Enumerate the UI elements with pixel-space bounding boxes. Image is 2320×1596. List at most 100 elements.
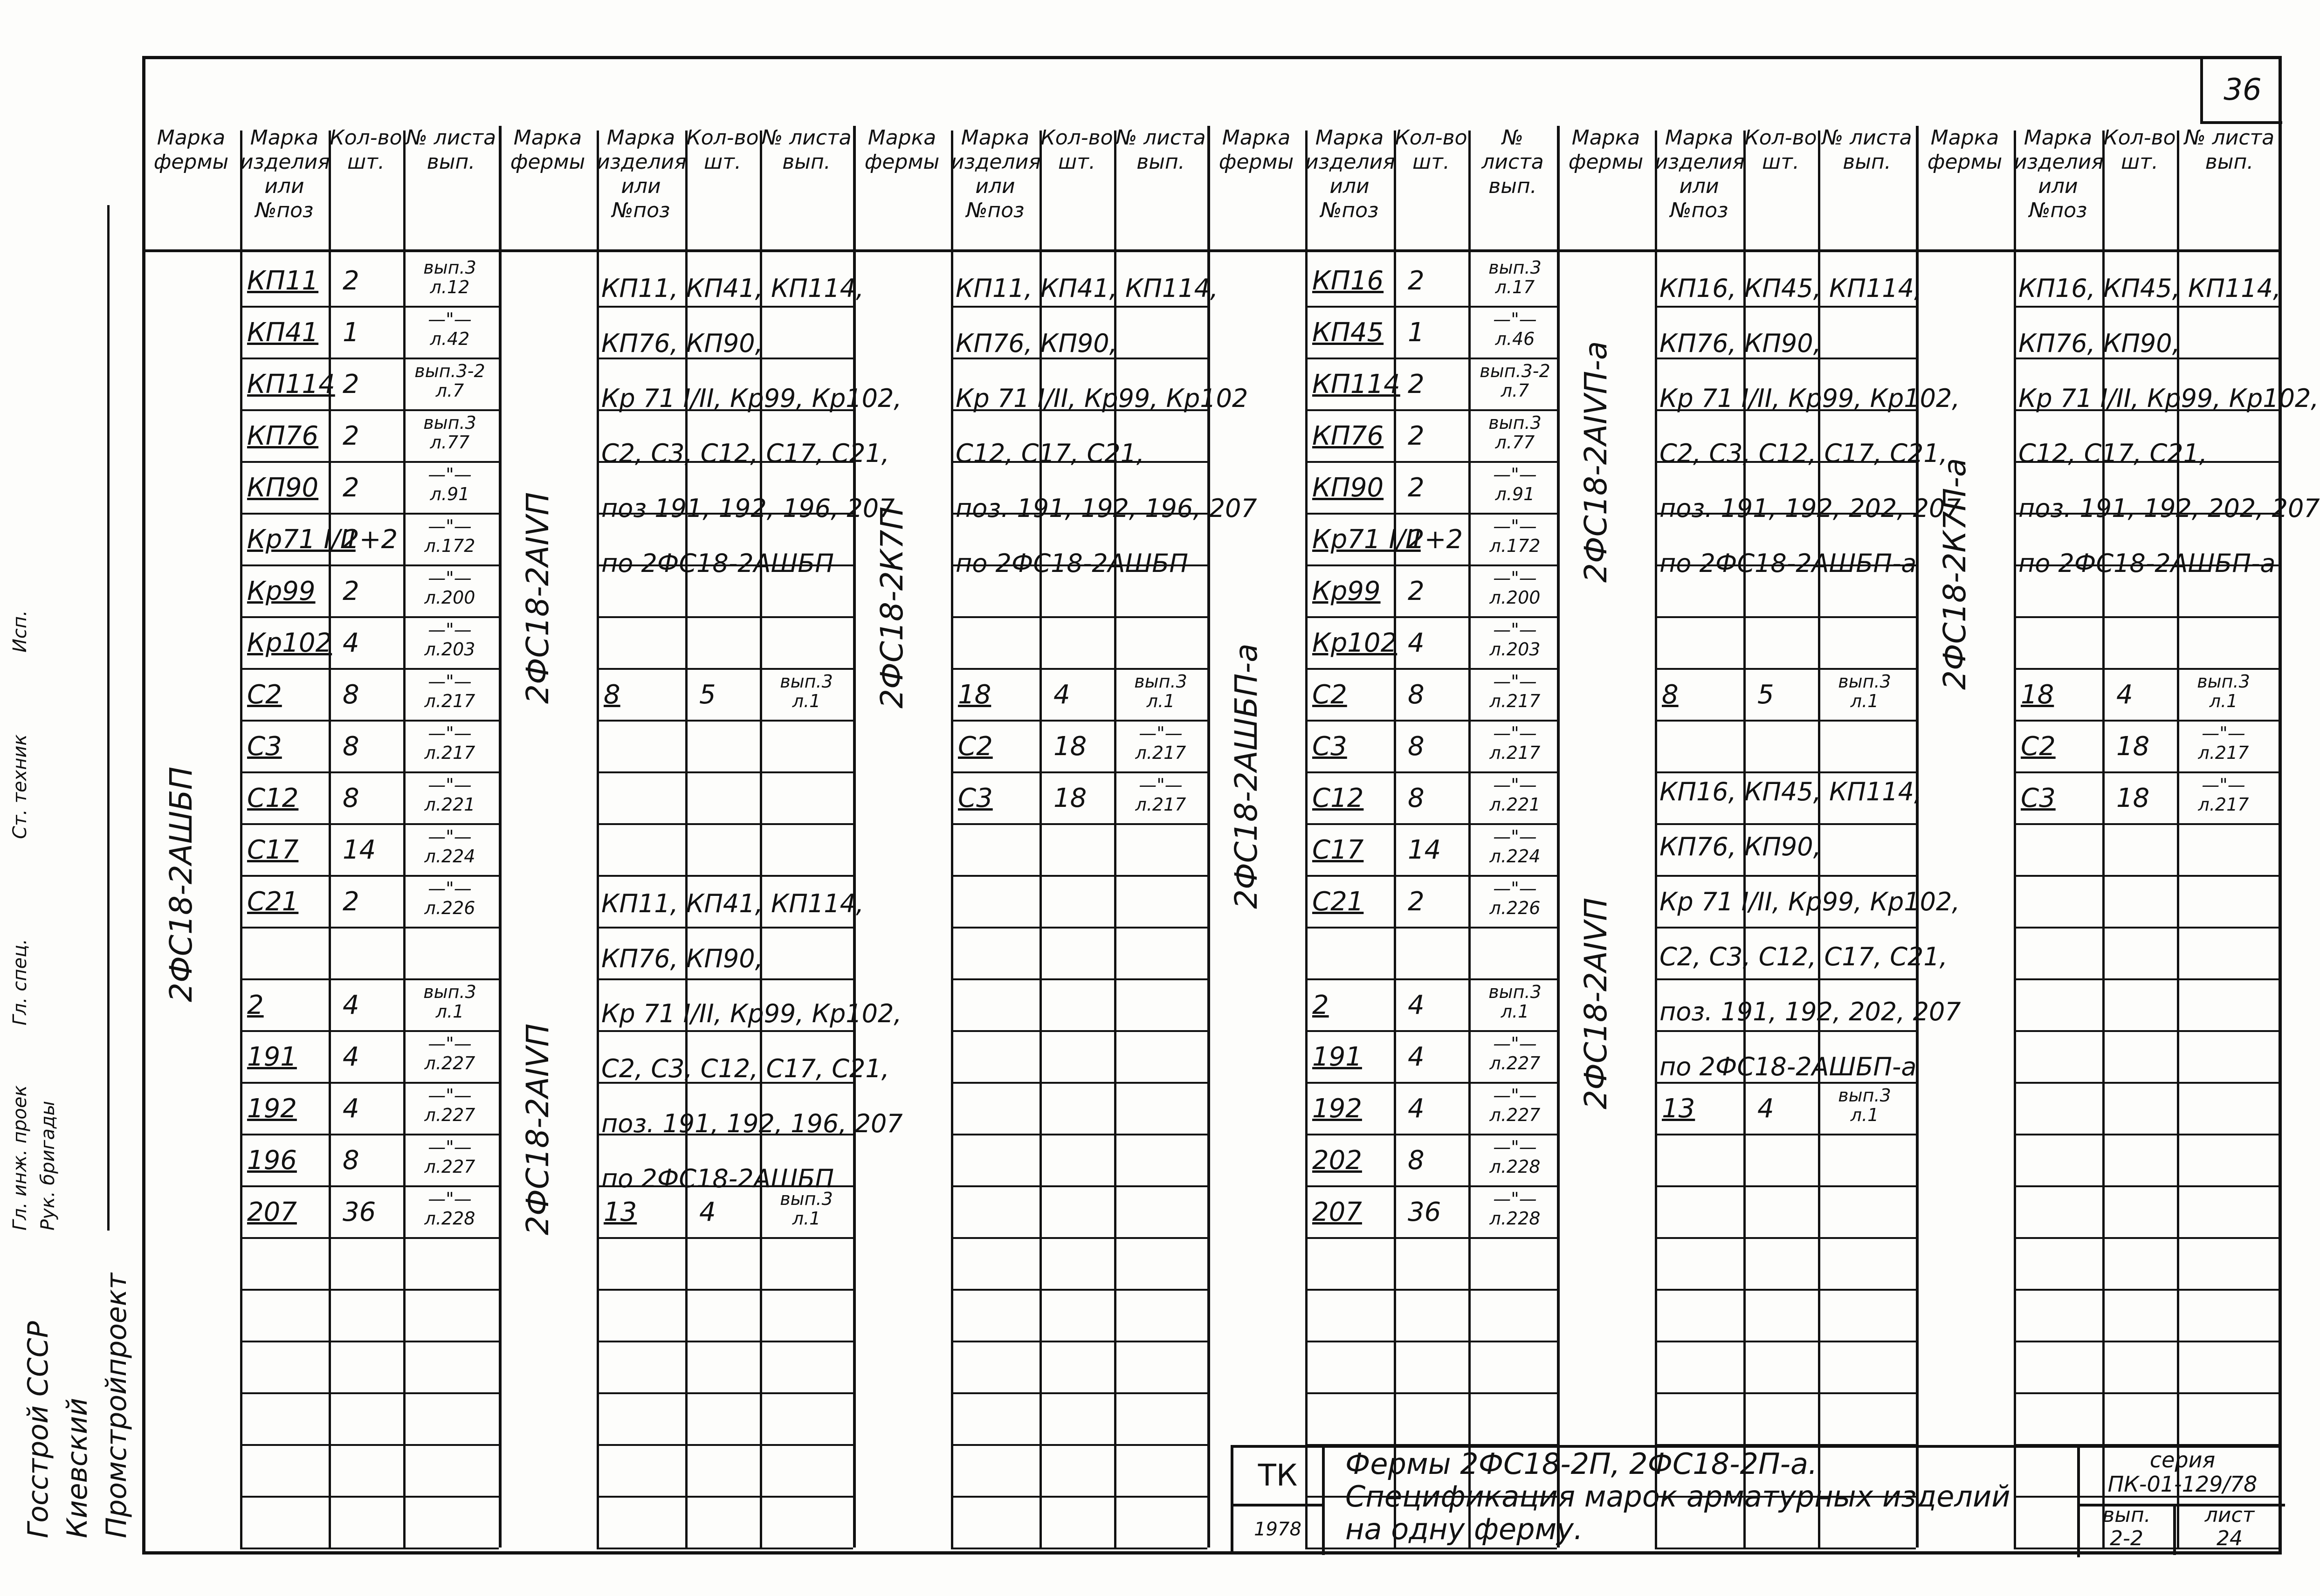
g5a-text: КП16, КП45, КП114,КП76, КП90,Кр 71 I/II,… xyxy=(1659,261,1961,591)
col-header-2-1: Марка изделия или №поз xyxy=(951,126,1041,222)
g6-ref-2: —"— л.217 xyxy=(2198,775,2249,815)
g1-qty-8: 8 xyxy=(343,680,359,710)
g4-mark-17: 202 xyxy=(1312,1145,1362,1176)
col-line-4-3 xyxy=(1818,131,1820,1548)
g5b-ref-0: вып.3 л.1 xyxy=(1838,1085,1891,1125)
row-line-2-6 xyxy=(951,564,1207,566)
g1-mark-2: КП114 xyxy=(247,369,335,399)
row-line-2-14 xyxy=(951,978,1207,980)
g4-ref-16: —"— л.227 xyxy=(1489,1085,1541,1125)
row-line-2-10 xyxy=(951,771,1207,773)
g4-truss: 2ФС18-2АШБП-а xyxy=(1228,643,1264,909)
g4-mark-11: С17 xyxy=(1312,835,1364,865)
g1-ref-1: —"— л.42 xyxy=(428,309,472,349)
g1-mark-7: Кр102 xyxy=(247,628,332,658)
g5b-text-line-3: С2, С3, С12, С17, С21, xyxy=(1659,942,1948,971)
col-line-5-1 xyxy=(2014,131,2016,1548)
g1-qty-7: 4 xyxy=(343,628,359,658)
row-line-0-9 xyxy=(240,720,499,722)
row-line-1-10 xyxy=(597,771,853,773)
g4-mark-0: КП16 xyxy=(1312,266,1384,296)
g5a-text-line-2: Кр 71 I/II, Кр99, Кр102, xyxy=(1659,384,1960,413)
g4-ref-10: —"— л.221 xyxy=(1489,775,1541,815)
row-line-1-1 xyxy=(597,306,853,308)
g1-mark-0: КП11 xyxy=(247,266,319,296)
page-number: 36 xyxy=(2200,58,2282,124)
side-row-1: Гл. инж. проек xyxy=(9,1085,31,1231)
g2b-text-line-1: КП76, КП90, xyxy=(601,944,763,973)
row-line-2-25 xyxy=(951,1548,1207,1549)
g6-text-line-1: КП76, КП90, xyxy=(2018,329,2180,358)
row-line-4-4 xyxy=(1655,461,1916,463)
row-line-0-22 xyxy=(240,1392,499,1394)
col-line-5-3 xyxy=(2177,131,2179,1548)
row-line-5-4 xyxy=(2014,461,2282,463)
g1-mark-15: 191 xyxy=(247,1042,297,1072)
g1-ref-0: вып.3 л.12 xyxy=(423,257,476,297)
row-line-1-14 xyxy=(597,978,853,980)
row-line-0-6 xyxy=(240,564,499,566)
row-line-0-23 xyxy=(240,1444,499,1446)
g4-mark-1: КП45 xyxy=(1312,317,1384,348)
g4-ref-2: вып.3-2 л.7 xyxy=(1480,361,1550,401)
row-line-4-21 xyxy=(1655,1341,1916,1342)
g6-mark-1: С2 xyxy=(2021,731,2056,762)
g3-text-line-3: С12, С17, С21, xyxy=(956,439,1145,468)
g1-qty-10: 8 xyxy=(343,783,359,813)
col-header-5-1: Марка изделия или №поз xyxy=(2014,126,2104,222)
g3-qty-2: 18 xyxy=(1053,783,1087,813)
g3-ref-2: —"— л.217 xyxy=(1135,775,1186,815)
g1-ref-18: —"— л.228 xyxy=(424,1189,475,1229)
g1-qty-2: 2 xyxy=(343,369,359,399)
g4-qty-12: 2 xyxy=(1408,887,1425,917)
g1-mark-1: КП41 xyxy=(247,317,319,348)
row-line-1-7 xyxy=(597,616,853,618)
row-line-0-3 xyxy=(240,409,499,411)
g1-ref-17: —"— л.227 xyxy=(424,1137,475,1177)
row-line-5-13 xyxy=(2014,927,2282,929)
g6-text-line-5: по 2ФС18-2АШБП-а xyxy=(2018,549,2276,578)
row-line-3-14 xyxy=(1305,978,1557,980)
row-line-3-24 xyxy=(1305,1496,1557,1498)
row-line-1-2 xyxy=(597,358,853,359)
col-header-1-0: Марка фермы xyxy=(510,126,585,174)
g4-mark-7: Кр102 xyxy=(1312,628,1398,658)
g5b-text-line-2: Кр 71 I/II, Кр99, Кр102, xyxy=(1659,887,1960,916)
row-line-4-19 xyxy=(1655,1237,1916,1239)
row-line-1-9 xyxy=(597,720,853,722)
g6-qty-0: 4 xyxy=(2116,680,2133,710)
row-line-2-9 xyxy=(951,720,1207,722)
g4-qty-0: 2 xyxy=(1408,266,1425,296)
g1-ref-10: —"— л.221 xyxy=(424,775,475,815)
row-line-4-20 xyxy=(1655,1289,1916,1291)
g4-ref-8: —"— л.217 xyxy=(1489,671,1541,711)
g4-ref-17: —"— л.228 xyxy=(1489,1137,1541,1177)
row-line-0-24 xyxy=(240,1496,499,1498)
col-header-0-3: № листа вып. xyxy=(406,126,496,174)
g1-ref-12: —"— л.226 xyxy=(424,878,475,918)
g4-ref-18: —"— л.228 xyxy=(1489,1189,1541,1229)
g6-text-line-2: Кр 71 I/II, Кр99, Кр102, xyxy=(2018,384,2319,413)
g3-mark-2: С3 xyxy=(958,783,993,813)
row-line-2-17 xyxy=(951,1134,1207,1135)
col-line-1-3 xyxy=(760,131,762,1548)
g4-qty-4: 2 xyxy=(1408,473,1425,503)
row-line-2-5 xyxy=(951,513,1207,515)
row-line-5-18 xyxy=(2014,1185,2282,1187)
g2a-qty-0: 5 xyxy=(699,680,716,710)
col-header-3-1: Марка изделия или №поз xyxy=(1305,126,1395,222)
title-line-1: Фермы 2ФС18-2П, 2ФС18-2П-а. xyxy=(1345,1447,1817,1481)
g4-mark-8: С2 xyxy=(1312,680,1347,710)
row-line-5-19 xyxy=(2014,1237,2282,1239)
row-line-2-3 xyxy=(951,409,1207,411)
g5b-text-line-5: по 2ФС18-2АШБП-а xyxy=(1659,1052,1917,1081)
row-line-4-6 xyxy=(1655,564,1916,566)
row-line-0-4 xyxy=(240,461,499,463)
row-line-2-16 xyxy=(951,1082,1207,1084)
col-line-4-2 xyxy=(1743,131,1746,1548)
g4-qty-5: 2+2 xyxy=(1408,524,1463,555)
col-line-5-2 xyxy=(2102,131,2105,1548)
row-line-4-15 xyxy=(1655,1030,1916,1032)
series-label: серия xyxy=(2149,1447,2216,1472)
g4-qty-8: 8 xyxy=(1408,680,1425,710)
